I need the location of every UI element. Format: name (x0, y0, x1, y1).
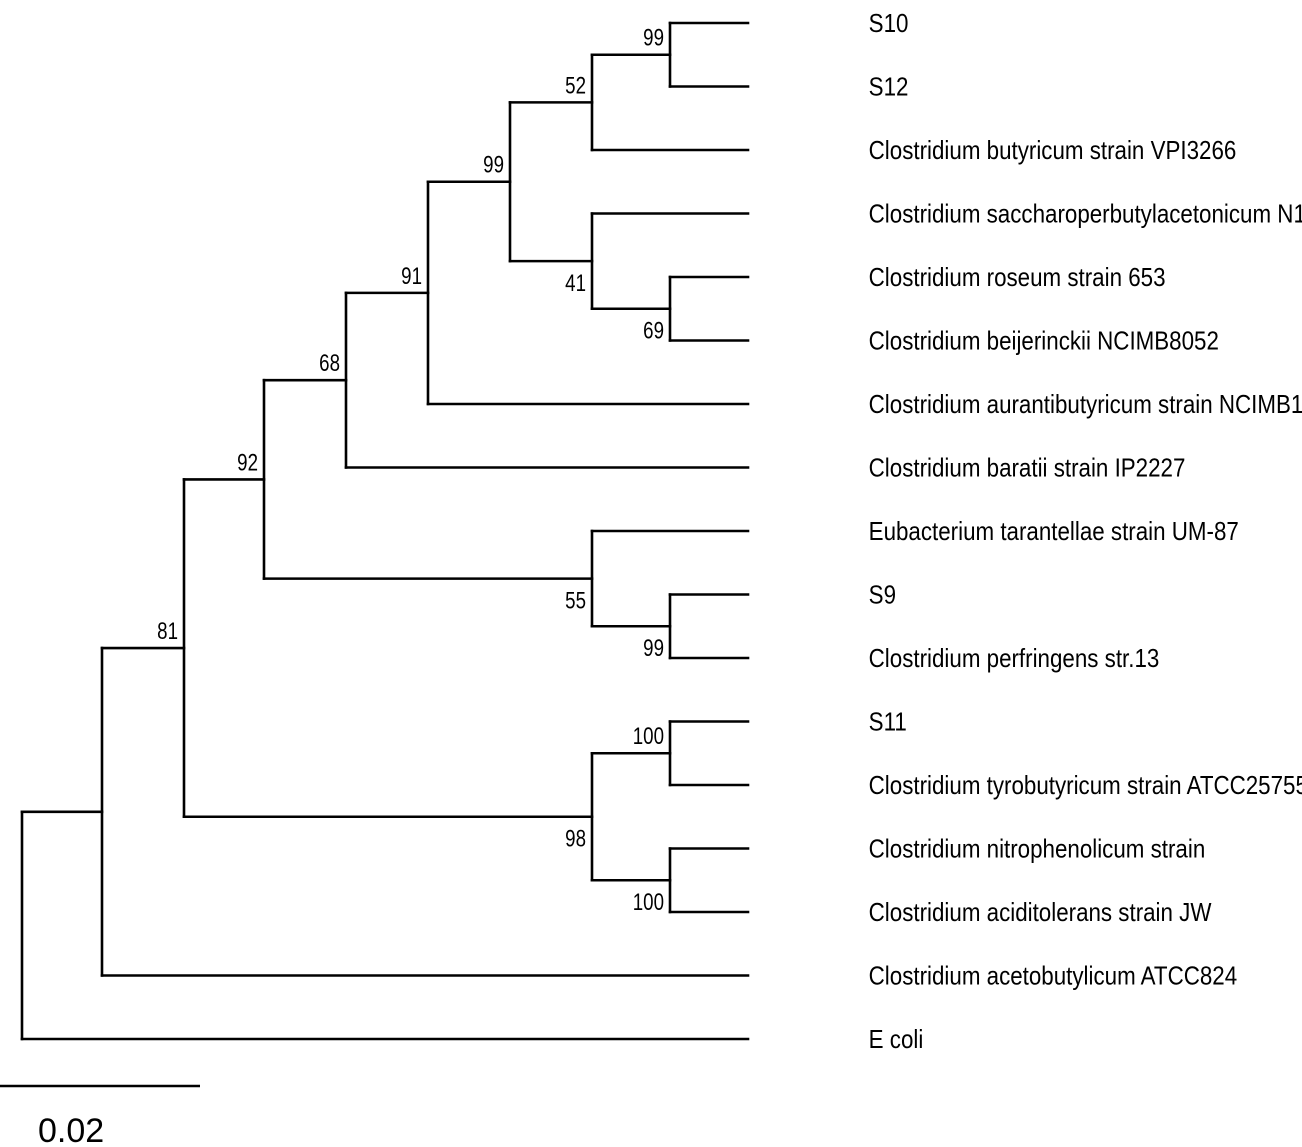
support-value-n92: 92 (237, 449, 258, 476)
leaf-label-csac: Clostridium saccharoperbutylacetonicum N… (869, 200, 1302, 229)
leaf-label-s9: S9 (869, 581, 896, 610)
support-value-n99c: 99 (643, 635, 664, 662)
support-value-n98: 98 (565, 826, 586, 853)
support-value-n100a: 100 (633, 723, 664, 750)
scale-bar-label: 0.02 (38, 1112, 104, 1147)
leaf-label-cbei: Clostridium beijerinckii NCIMB8052 (869, 327, 1219, 356)
leaf-label-cbut: Clostridium butyricum strain VPI3266 (869, 136, 1237, 165)
support-value-n91: 91 (401, 263, 422, 290)
leaf-label-caur: Clostridium aurantibutyricum strain NCIM… (869, 390, 1302, 419)
leaf-label-cper: Clostridium perfringens str.13 (869, 644, 1160, 673)
leaf-label-etar: Eubacterium tarantellae strain UM-87 (869, 517, 1239, 546)
leaf-label-ecoli: E coli (869, 1025, 924, 1054)
leaf-label-cbar: Clostridium baratii strain IP2227 (869, 454, 1186, 483)
support-value-n100b: 100 (633, 889, 664, 916)
support-value-n41: 41 (565, 270, 586, 297)
leaf-label-s10: S10 (869, 9, 909, 38)
support-value-n99a: 99 (643, 25, 664, 52)
leaf-label-ctyr: Clostridium tyrobutyricum strain ATCC257… (869, 771, 1302, 800)
leaf-label-caci: Clostridium aciditolerans strain JW (869, 898, 1212, 927)
leaf-label-cace: Clostridium acetobutylicum ATCC824 (869, 962, 1237, 991)
support-value-n81: 81 (157, 618, 178, 645)
leaf-label-s12: S12 (869, 73, 909, 102)
support-value-n69: 69 (643, 318, 664, 345)
leaf-label-cros: Clostridium roseum strain 653 (869, 263, 1166, 292)
leaf-label-cnit: Clostridium nitrophenolicum strain (869, 835, 1206, 864)
support-value-n55: 55 (565, 587, 586, 614)
support-value-n68: 68 (319, 350, 340, 377)
scale-bar: 0.02 (0, 1084, 200, 1147)
leaf-label-s11: S11 (869, 708, 907, 737)
tree-branches (20, 21, 750, 1041)
support-values: 99 52 69 41 99 91 68 99 55 92 100 100 98 81 (157, 25, 664, 916)
support-value-n52: 52 (565, 72, 586, 99)
support-value-n99b: 99 (483, 152, 504, 179)
